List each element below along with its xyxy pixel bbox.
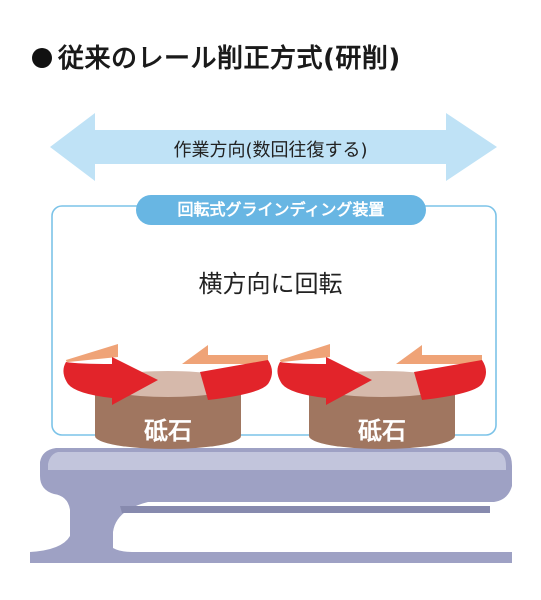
stone-label-2: 砥石 bbox=[358, 417, 406, 445]
bullet-icon bbox=[32, 48, 52, 68]
rotation-label: 横方向に回転 bbox=[198, 270, 343, 298]
stone-label-1: 砥石 bbox=[144, 417, 192, 445]
diagram-title-text: 従来のレール削正方式(研削) bbox=[58, 44, 401, 74]
work-direction-arrow bbox=[50, 113, 497, 181]
rail bbox=[30, 448, 512, 563]
diagram-title: 従来のレール削正方式(研削) bbox=[32, 38, 401, 75]
rotation-arrows-2 bbox=[277, 344, 486, 405]
device-label: 回転式グラインディング装置 bbox=[136, 195, 426, 225]
work-direction-label: 作業方向(数回往復する) bbox=[173, 140, 368, 161]
rotation-arrows-1 bbox=[63, 344, 272, 405]
